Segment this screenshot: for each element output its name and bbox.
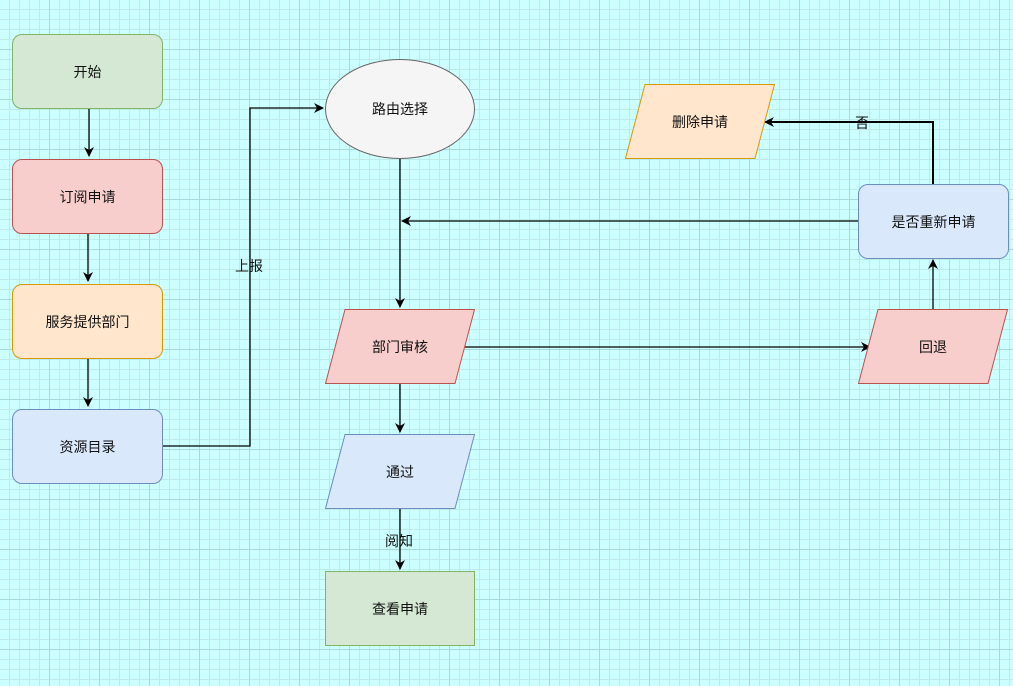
node-subscribe[interactable]: 订阅申请 xyxy=(12,159,163,234)
parallelogram-shape xyxy=(325,309,475,384)
node-catalog-label: 资源目录 xyxy=(59,439,116,456)
node-pass-label: 通过 xyxy=(386,464,414,481)
node-start[interactable]: 开始 xyxy=(12,34,163,109)
node-view[interactable]: 查看申请 xyxy=(325,571,475,646)
parallelogram-shape xyxy=(325,434,475,509)
node-router[interactable]: 路由选择 xyxy=(325,59,475,159)
node-provider[interactable]: 服务提供部门 xyxy=(12,284,163,359)
node-start-label: 开始 xyxy=(73,64,102,81)
node-delete[interactable]: 删除申请 xyxy=(625,84,775,159)
edge-label-notify: 阅知 xyxy=(385,534,413,550)
parallelogram-shape xyxy=(858,309,1008,384)
node-subscribe-label: 订阅申请 xyxy=(59,189,116,206)
node-dept-review[interactable]: 部门审核 xyxy=(325,309,475,384)
node-provider-label: 服务提供部门 xyxy=(45,314,130,331)
node-rollback-label: 回退 xyxy=(919,339,947,356)
edge-label-no: 否 xyxy=(855,116,869,132)
edge-reapply-delete xyxy=(764,117,934,184)
node-reapply[interactable]: 是否重新申请 xyxy=(858,184,1009,259)
node-pass[interactable]: 通过 xyxy=(325,434,475,509)
edge-catalog-router xyxy=(162,103,324,447)
node-rollback[interactable]: 回退 xyxy=(858,309,1008,384)
node-dept-review-label: 部门审核 xyxy=(372,339,428,356)
edge-label-report: 上报 xyxy=(235,259,263,275)
node-catalog[interactable]: 资源目录 xyxy=(12,409,163,484)
node-reapply-label: 是否重新申请 xyxy=(891,214,976,231)
node-view-label: 查看申请 xyxy=(372,601,428,618)
parallelogram-shape xyxy=(625,84,775,159)
node-delete-label: 删除申请 xyxy=(672,114,728,131)
node-router-label: 路由选择 xyxy=(372,102,428,118)
